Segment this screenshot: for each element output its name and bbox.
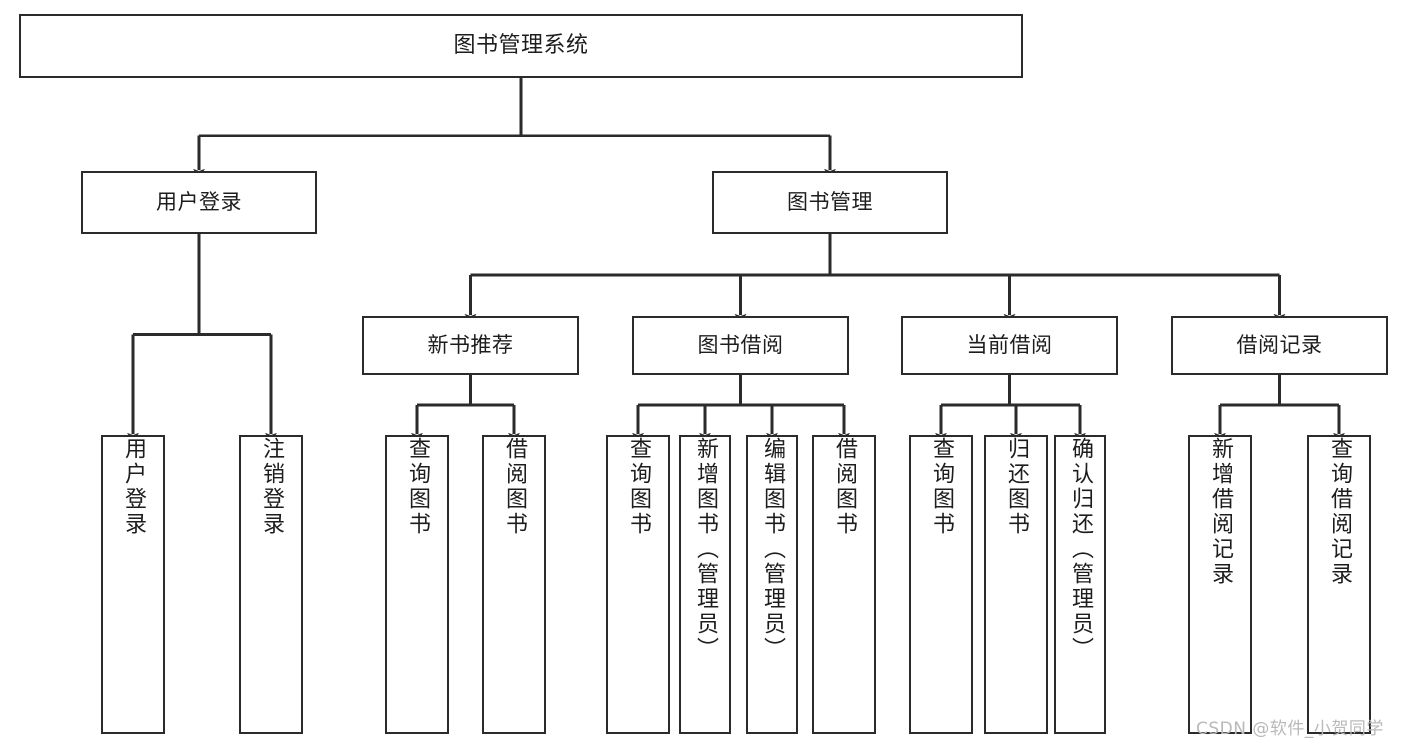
leaf-add-borrow-record[interactable]: 新增借阅记录 (1188, 435, 1252, 734)
node-label: 用户登录 (121, 437, 146, 537)
node-label: 新增图书（管理员） (693, 437, 718, 662)
node-current-borrow[interactable]: 当前借阅 (901, 316, 1118, 375)
node-label: 注销登录 (259, 437, 284, 537)
node-user-login[interactable]: 用户登录 (81, 171, 317, 234)
node-label: 新增借阅记录 (1208, 437, 1233, 587)
leaf-confirm-return-admin[interactable]: 确认归还（管理员） (1054, 435, 1106, 734)
watermark-text: CSDN @软件_小贺同学 (1196, 719, 1384, 739)
node-label: 确认归还（管理员） (1068, 437, 1093, 662)
leaf-query-book-borrow[interactable]: 查询图书 (606, 435, 670, 734)
leaf-add-book-admin[interactable]: 新增图书（管理员） (679, 435, 731, 734)
leaf-logout[interactable]: 注销登录 (239, 435, 303, 734)
node-label: 当前借阅 (966, 332, 1053, 357)
node-label: 编辑图书（管理员） (760, 437, 785, 662)
node-label: 借阅记录 (1236, 332, 1323, 357)
leaf-borrow-book-recommend[interactable]: 借阅图书 (482, 435, 546, 734)
node-label: 查询图书 (405, 437, 430, 537)
node-label: 借阅图书 (502, 437, 527, 537)
leaf-borrow-book[interactable]: 借阅图书 (812, 435, 876, 734)
leaf-user-login[interactable]: 用户登录 (101, 435, 165, 734)
node-label: 归还图书 (1004, 437, 1029, 537)
node-borrow-record[interactable]: 借阅记录 (1171, 316, 1388, 375)
node-label: 新书推荐 (427, 332, 514, 357)
node-label: 图书借阅 (697, 332, 784, 357)
leaf-query-book-current[interactable]: 查询图书 (909, 435, 973, 734)
node-label: 图书管理系统 (453, 32, 589, 58)
leaf-return-book[interactable]: 归还图书 (984, 435, 1048, 734)
node-book-management[interactable]: 图书管理 (712, 171, 948, 234)
leaf-query-borrow-record[interactable]: 查询借阅记录 (1307, 435, 1371, 734)
node-label: 查询图书 (626, 437, 651, 537)
node-label: 查询借阅记录 (1327, 437, 1352, 587)
node-new-book-recommend[interactable]: 新书推荐 (362, 316, 579, 375)
leaf-edit-book-admin[interactable]: 编辑图书（管理员） (746, 435, 798, 734)
node-root-system[interactable]: 图书管理系统 (19, 14, 1023, 78)
node-label: 图书管理 (787, 189, 873, 214)
edge-group (127, 78, 1345, 443)
node-book-borrow[interactable]: 图书借阅 (632, 316, 849, 375)
node-label: 借阅图书 (832, 437, 857, 537)
node-label: 用户登录 (156, 189, 242, 214)
leaf-query-book-recommend[interactable]: 查询图书 (385, 435, 449, 734)
node-label: 查询图书 (929, 437, 954, 537)
